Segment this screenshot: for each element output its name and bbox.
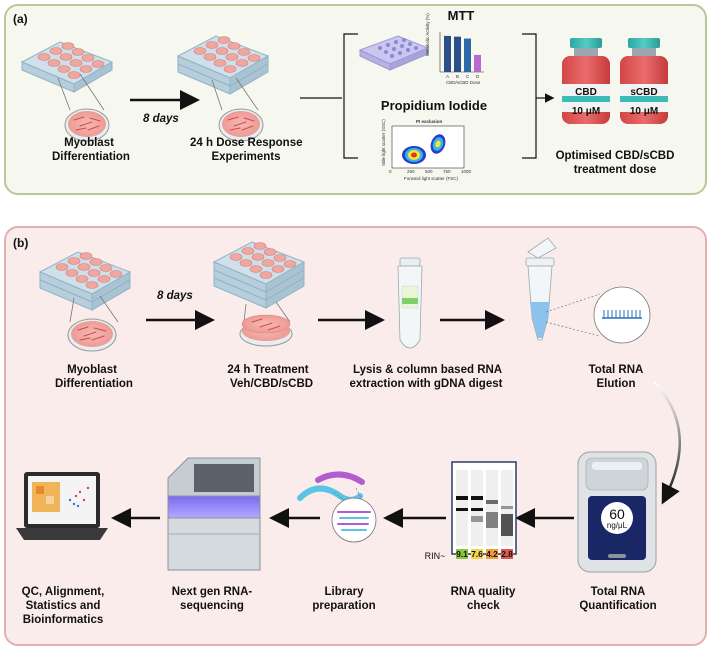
vial-cbd-dose: 10 μM [571, 106, 601, 117]
nanodrop-device [577, 451, 657, 573]
petri-dish-a2 [218, 108, 264, 142]
b-step6-line2: check [467, 600, 500, 612]
rna-zoom-circle [593, 286, 651, 344]
a-step1-line1: Myoblast [64, 137, 114, 149]
a-result-line2: treatment dose [573, 164, 657, 176]
panel-b [4, 226, 707, 646]
spin-column [397, 257, 423, 349]
rin-value-box: 7.6 [471, 549, 483, 559]
b-step8-line1: Next gen RNA- [171, 586, 253, 598]
mtt-xlabel: CBD/sCBD Dose [446, 80, 481, 85]
a-result-line1: Optimised CBD/sCBD [555, 150, 675, 162]
rin-value-box: 9.1 [456, 549, 468, 559]
a-step1-line2: Differentiation [52, 151, 130, 163]
mtt-bar [464, 38, 471, 72]
pi-tick-label: 1000 [461, 169, 472, 174]
b-step8-line2: sequencing [180, 600, 244, 612]
b-step1-line2: Differentiation [55, 378, 133, 390]
rin-label: RIN~ [424, 551, 446, 561]
mtt-bar [474, 54, 481, 72]
well-plate-a2 [176, 35, 270, 95]
pi-flow-plot [391, 125, 465, 169]
vial-scbd-name: sCBD [630, 87, 658, 98]
quant-unit: ng/μL [606, 521, 628, 530]
mtt-bar [454, 36, 461, 72]
b-step3-line2: extraction with gDNA digest [349, 378, 503, 390]
mtt-bar-chart [444, 35, 481, 72]
pi-tick-label: 0 [389, 169, 392, 174]
b-step9-line3: Bioinformatics [22, 614, 104, 626]
pi-xlabel: Forward light scatter (FSC) [404, 176, 459, 181]
well-plate-a1 [20, 41, 114, 93]
rna-gel [451, 461, 517, 555]
pi-title: Propidium Iodide [380, 98, 488, 113]
panel-b-label: (b) [13, 236, 29, 250]
mtt-tick-label: D [476, 74, 480, 79]
laptop [16, 472, 108, 540]
mtt-tick-label: C [466, 74, 470, 79]
mtt-title: MTT [447, 8, 475, 23]
well-plate-b1 [38, 251, 132, 311]
a-step2-line2: Experiments [211, 151, 281, 163]
mtt-ylabel: Metabolic Activity (%) [425, 13, 430, 56]
b-step6-line1: RNA quality [450, 586, 516, 598]
b-step1-line1: Myoblast [67, 364, 117, 376]
vial-scbd-dose: 10 μM [629, 106, 659, 117]
quant-value: 60 [609, 506, 625, 522]
b-step4-line2: Elution [596, 378, 636, 390]
eppendorf-tube [525, 237, 557, 341]
library-prep [297, 471, 377, 543]
b-step5-line2: Quantification [579, 600, 657, 612]
b-step2-line1: 24 h Treatment [227, 364, 309, 376]
vial-scbd [620, 38, 668, 124]
mtt-bar [444, 35, 451, 72]
pi-tick-label: 500 [425, 169, 433, 174]
pi-tick-label: 250 [407, 169, 415, 174]
vial-cbd [562, 38, 610, 124]
pi-ylabel: Side light scatter (SSC) [381, 119, 386, 166]
petri-dish-b1 [67, 318, 117, 352]
mtt-tick-label: B [456, 74, 460, 79]
mtt-tick-label: A [446, 74, 450, 79]
panel-a-label: (a) [13, 12, 28, 26]
petri-dish-b2 [239, 314, 293, 347]
pi-tick-label: 750 [443, 169, 451, 174]
b-step7-line1: Library [324, 586, 364, 598]
b-arrow-label: 8 days [157, 290, 193, 302]
b-step3-line1: Lysis & column based RNA [353, 364, 503, 376]
a-step2-line1: 24 h Dose Response [190, 137, 303, 149]
mtt-plate [358, 35, 430, 71]
b-step2-line2: Veh/CBD/sCBD [230, 378, 314, 390]
b-step4-line1: Total RNA [588, 364, 644, 376]
b-step9-line2: Statistics and [25, 600, 101, 612]
rin-value-box: 2.8 [501, 549, 513, 559]
b-step7-line2: preparation [312, 600, 376, 612]
rin-value-box: 4.2 [486, 549, 498, 559]
petri-dish-a1 [64, 108, 110, 142]
b-step9-line1: QC, Alignment, [21, 586, 105, 598]
a-arrow-label: 8 days [143, 113, 179, 125]
well-plate-b2 [212, 241, 306, 309]
vial-cbd-name: CBD [575, 87, 597, 98]
sequencer [167, 457, 261, 571]
pi-plot-title: PI exclusion [416, 119, 443, 124]
curved-arrow [653, 381, 682, 505]
b-step5-line1: Total RNA [590, 586, 646, 598]
